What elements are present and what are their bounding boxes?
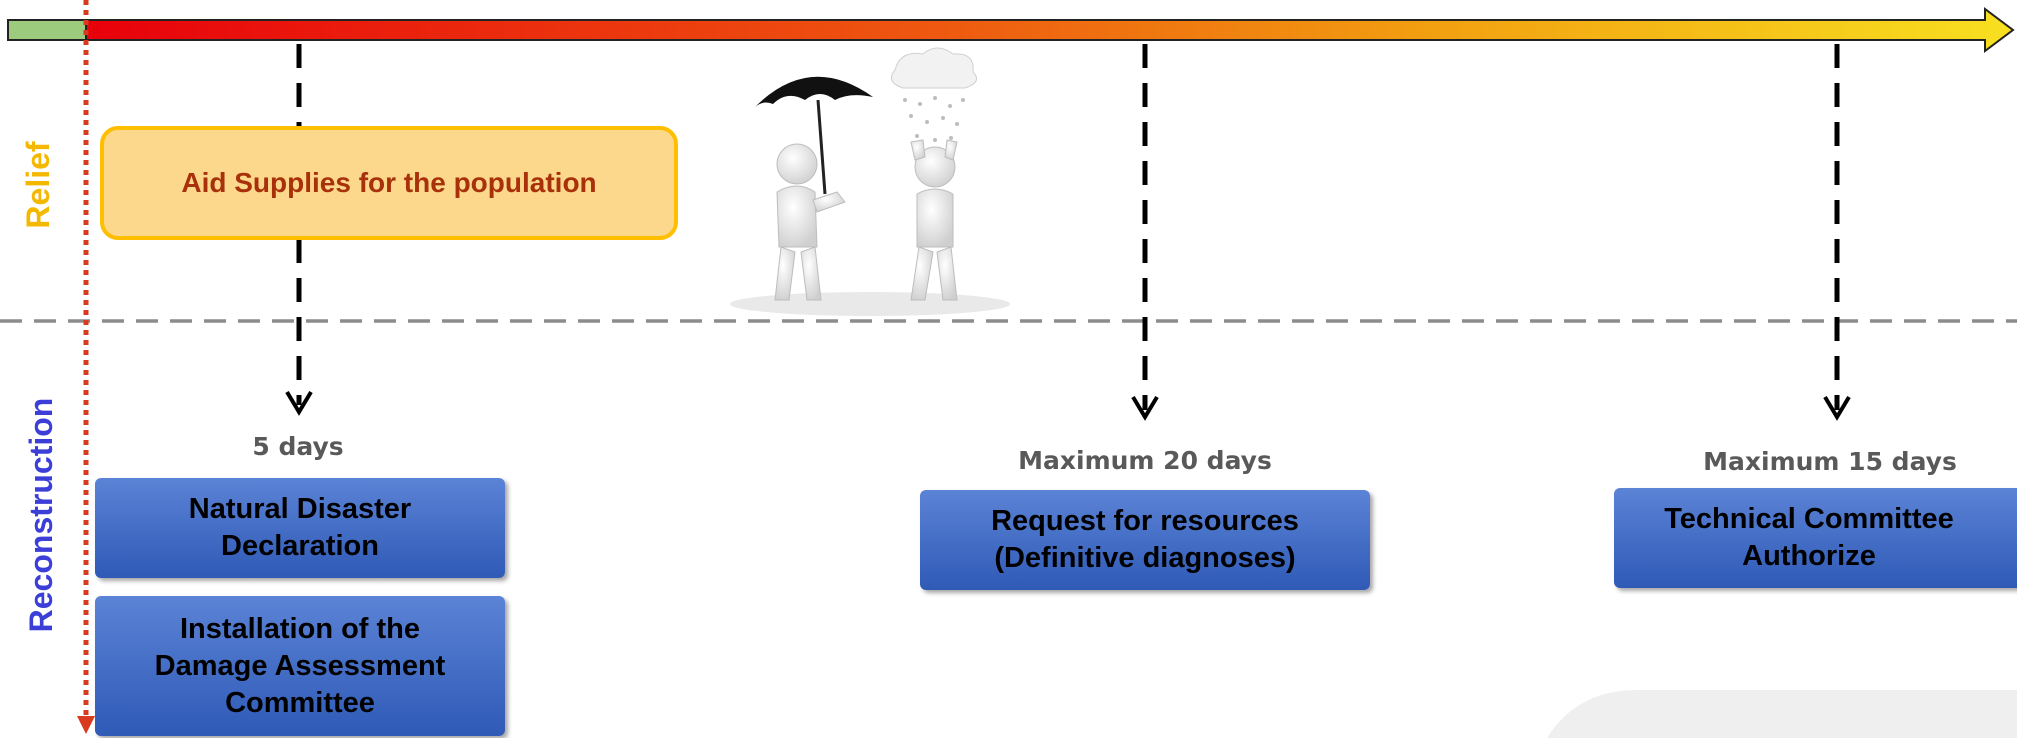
section-label-relief: Relief <box>20 141 56 229</box>
step-label: Installation of the Damage Assessment Co… <box>154 612 446 719</box>
figure-with-umbrella <box>755 76 873 301</box>
decorative-corner-shape <box>1547 690 2017 738</box>
timeline-arrow <box>85 7 2015 53</box>
duration-label-1: 5 days <box>252 432 344 461</box>
umbrella-sharing-figures-icon <box>730 47 1010 316</box>
figure-in-rain <box>890 47 978 301</box>
aid-supplies-box: Aid Supplies for the population <box>100 126 678 240</box>
milestone-connector-3 <box>1823 44 1851 421</box>
section-label-reconstruction: Reconstruction <box>23 397 59 633</box>
vertical-time-axis-arrowhead <box>77 716 95 734</box>
step-label: Technical Committee Authorize <box>1664 503 1954 572</box>
step-damage-assessment-committee: Installation of the Damage Assessment Co… <box>95 596 505 736</box>
step-label: Request for resources (Definitive diagno… <box>991 505 1299 574</box>
duration-label-3: Maximum 15 days <box>1703 447 1957 476</box>
step-label: Natural Disaster Declaration <box>188 493 412 562</box>
milestone-connector-1 <box>285 44 313 416</box>
milestone-connector-2 <box>1131 44 1159 421</box>
timeline-start-segment <box>7 19 91 41</box>
step-technical-committee-authorize: Technical Committee Authorize <box>1614 488 2017 588</box>
duration-label-2: Maximum 20 days <box>1018 446 1272 475</box>
step-request-for-resources: Request for resources (Definitive diagno… <box>920 490 1370 590</box>
step-natural-disaster-declaration: Natural Disaster Declaration <box>95 478 505 578</box>
